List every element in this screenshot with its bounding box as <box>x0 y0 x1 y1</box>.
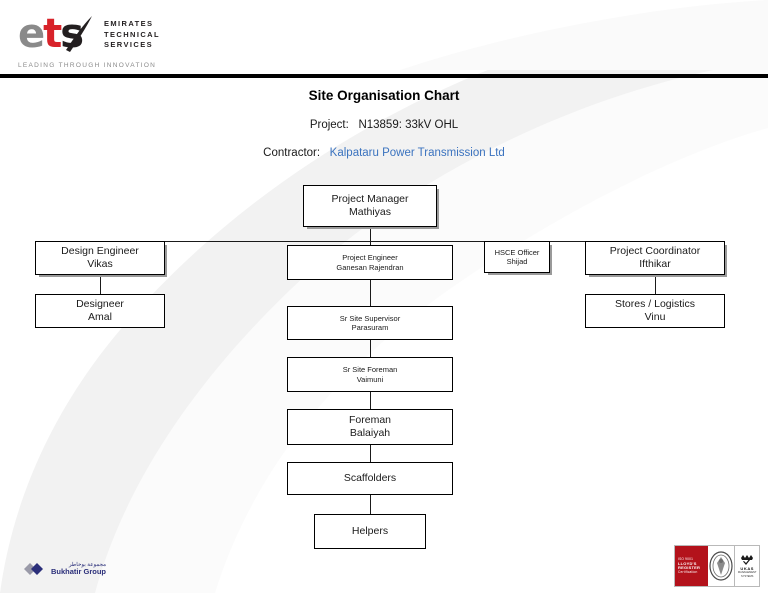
logo-word-services: SERVICES <box>104 40 153 49</box>
node-project-engineer[interactable]: Project Engineer Ganesan Rajendran <box>287 245 453 280</box>
node-sr-site-supervisor[interactable]: Sr Site Supervisor Parasuram <box>287 306 453 340</box>
ets-logo-words: EMIRATES TECHNICAL SERVICES <box>104 19 160 51</box>
ets-letter-s: s <box>60 11 84 57</box>
contractor-line: Contractor: Kalpataru Power Transmission… <box>0 147 768 159</box>
ukas-accreditation-mark: UKAS MANAGEMENT SYSTEMS <box>734 546 759 586</box>
connector-scaffolders-to-helpers <box>370 495 371 514</box>
node-foreman[interactable]: Foreman Balaiyah <box>287 409 453 445</box>
header-divider-rule <box>0 74 768 78</box>
node-project-coordinator-name: Ifthikar <box>639 258 671 270</box>
node-designeer-role: Designeer <box>76 297 124 310</box>
node-design-engineer[interactable]: Design Engineer Vikas <box>35 241 165 275</box>
certification-crest-icon <box>708 546 734 586</box>
certification-line2: LLOYD'S REGISTER <box>678 560 701 570</box>
node-helpers-role: Helpers <box>351 524 389 537</box>
node-stores-logistics-role: Stores / Logistics <box>615 297 695 310</box>
logo-tagline: LEADING THROUGH INNOVATION <box>18 62 157 69</box>
ets-logo: ets EMIRATES TECHNICAL SERVICES LEADING … <box>18 14 178 72</box>
node-foreman-role: Foreman <box>348 413 391 426</box>
node-stores-logistics[interactable]: Stores / Logistics Vinu <box>585 294 725 328</box>
bukhatir-arabic-text: مجموعة بوخاطر <box>68 561 107 568</box>
ets-wordmark: ets <box>18 11 84 57</box>
node-helpers[interactable]: Helpers <box>314 514 426 549</box>
node-scaffolders-role: Scaffolders <box>343 471 397 484</box>
certification-line1: ISO 9001 <box>678 557 694 562</box>
page-title: Site Organisation Chart <box>308 88 460 103</box>
bukhatir-diamond-icon <box>24 563 43 575</box>
node-design-engineer-role: Design Engineer <box>61 244 139 257</box>
bukhatir-english-text: Bukhatir Group <box>51 566 107 576</box>
project-line: Project: N13859: 33kV OHL <box>0 119 768 131</box>
connector-foreman-to-scaffolders <box>370 445 371 462</box>
node-sr-site-supervisor-role: Sr Site Supervisor <box>339 313 401 323</box>
ets-letter-t: t <box>43 11 62 57</box>
certification-red-panel: ISO 9001 LLOYD'S REGISTER Certification <box>675 546 709 586</box>
contractor-value: Kalpataru Power Transmission Ltd <box>329 147 505 159</box>
node-hsce-officer-name: Shijad <box>506 257 528 266</box>
node-stores-logistics-name: Vinu <box>644 311 666 323</box>
logo-word-technical: TECHNICAL <box>104 29 160 39</box>
node-design-engineer-name: Vikas <box>87 258 113 270</box>
logo-word-emirates: EMIRATES <box>104 19 154 28</box>
node-sr-site-foreman[interactable]: Sr Site Foreman Vaimuni <box>287 357 453 392</box>
connector-pm-down <box>370 227 371 241</box>
contractor-label: Contractor: <box>263 147 321 159</box>
project-value: N13859: 33kV OHL <box>358 119 459 131</box>
project-label: Project: <box>309 119 349 131</box>
connector-bus-to-project-engineer <box>370 241 371 248</box>
node-hsce-officer[interactable]: HSCE Officer Shijad <box>484 241 550 273</box>
node-designeer-name: Amal <box>88 311 112 323</box>
node-hsce-officer-role: HSCE Officer <box>494 247 540 257</box>
connector-foreman-sr-to-foreman <box>370 392 371 409</box>
node-project-engineer-role: Project Engineer <box>342 253 398 263</box>
certification-badge: ISO 9001 LLOYD'S REGISTER Certification … <box>674 545 760 587</box>
node-project-manager[interactable]: Project Manager Mathiyas <box>303 185 437 227</box>
certification-line3: Certification <box>678 570 698 575</box>
node-designeer[interactable]: Designeer Amal <box>35 294 165 328</box>
node-project-manager-name: Mathiyas <box>348 206 391 218</box>
node-scaffolders[interactable]: Scaffolders <box>287 462 453 495</box>
node-project-coordinator-role: Project Coordinator <box>609 244 701 257</box>
connector-tier2-bus <box>100 241 655 242</box>
node-project-engineer-name: Ganesan Rajendran <box>336 262 404 272</box>
node-sr-site-supervisor-name: Parasuram <box>351 323 389 332</box>
node-sr-site-foreman-name: Vaimuni <box>356 374 384 384</box>
connector-project-engineer-to-supervisor <box>370 280 371 306</box>
node-project-coordinator[interactable]: Project Coordinator Ifthikar <box>585 241 725 275</box>
connector-supervisor-to-foreman-sr <box>370 340 371 357</box>
node-sr-site-foreman-role: Sr Site Foreman <box>342 365 398 375</box>
connector-design-engineer-to-designeer <box>100 275 101 294</box>
node-foreman-name: Balaiyah <box>349 427 391 439</box>
node-project-manager-role: Project Manager <box>331 192 409 205</box>
connector-project-coordinator-to-stores <box>655 275 656 294</box>
ukas-crown-tick-icon <box>741 555 754 566</box>
ets-letter-e: e <box>18 11 45 57</box>
logo-swoosh-icon <box>66 16 92 52</box>
ukas-subtitle: MANAGEMENT SYSTEMS <box>737 571 757 578</box>
ukas-word: UKAS <box>740 566 755 572</box>
bukhatir-group-logo: مجموعة بوخاطر Bukhatir Group <box>22 561 106 577</box>
